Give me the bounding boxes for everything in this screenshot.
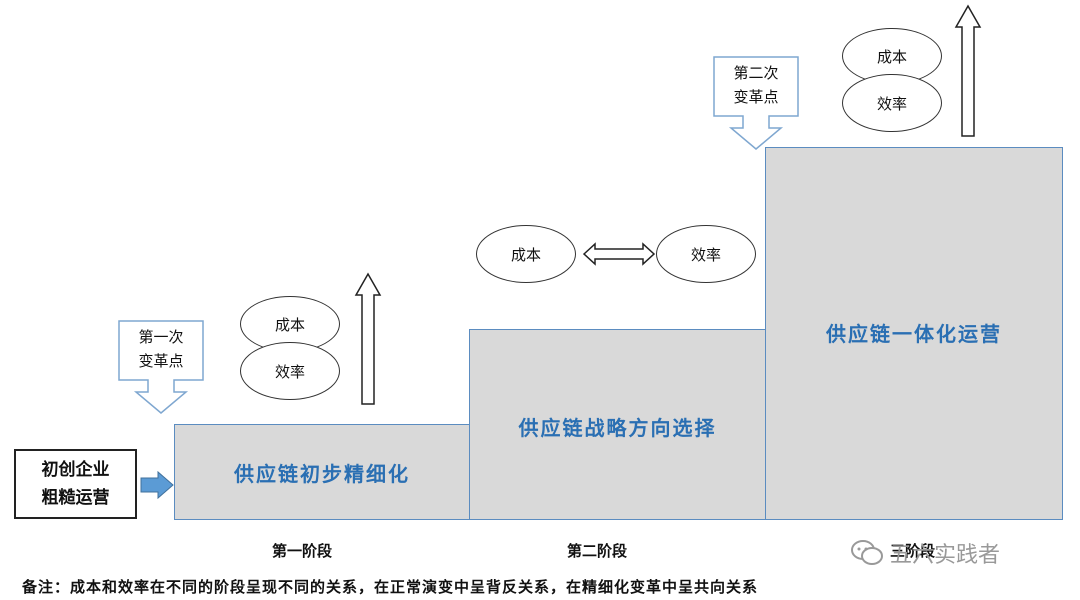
callout-2: 第二次 变革点 bbox=[713, 61, 799, 109]
step-2: 供应链战略方向选择 bbox=[469, 329, 766, 520]
footnote: 备注：成本和效率在不同的阶段呈现不同的关系，在正常演变中呈背反关系，在精细化变革… bbox=[22, 578, 759, 596]
double-arrow-icon bbox=[582, 242, 656, 266]
watermark-text: 五六实践者 bbox=[890, 543, 1001, 568]
start-line-1: 初创企业 bbox=[41, 460, 110, 480]
stage-3-efficiency-ellipse: 效率 bbox=[842, 74, 942, 132]
stage-label-1: 第一阶段 bbox=[272, 542, 333, 560]
stage-1-efficiency-ellipse: 效率 bbox=[240, 342, 340, 400]
stage-1-cost-label: 成本 bbox=[274, 315, 305, 334]
step-3: 供应链一体化运营 bbox=[765, 147, 1063, 520]
step-1-label: 供应链初步精细化 bbox=[234, 461, 410, 486]
stage-2-cost-ellipse: 成本 bbox=[476, 225, 576, 283]
stage-2-efficiency-ellipse: 效率 bbox=[656, 225, 756, 283]
stage-3-cost-label: 成本 bbox=[876, 47, 907, 66]
stage-1-efficiency-label: 效率 bbox=[274, 362, 305, 381]
stage-2-cost-label: 成本 bbox=[510, 245, 541, 264]
stage-3-efficiency-label: 效率 bbox=[876, 94, 907, 113]
callout-1: 第一次 变革点 bbox=[118, 325, 204, 373]
start-line-2: 粗糙运营 bbox=[41, 488, 110, 508]
stage-2-efficiency-label: 效率 bbox=[690, 245, 721, 264]
right-arrow-icon bbox=[140, 470, 174, 500]
step-1: 供应链初步精细化 bbox=[174, 424, 470, 520]
stage-label-2: 第二阶段 bbox=[567, 542, 628, 560]
up-arrow-icon bbox=[354, 272, 382, 405]
step-2-label: 供应链战略方向选择 bbox=[518, 416, 717, 440]
callout-1-shape bbox=[118, 320, 204, 414]
callout-1-line-2: 变革点 bbox=[138, 352, 184, 370]
callout-2-line-1: 第二次 bbox=[733, 64, 779, 82]
up-arrow-icon bbox=[954, 4, 982, 137]
step-3-label: 供应链一体化运营 bbox=[826, 322, 1002, 346]
start-box: 初创企业 粗糙运营 bbox=[14, 449, 137, 519]
stage-label-3: 三阶段 bbox=[890, 542, 936, 560]
callout-1-line-1: 第一次 bbox=[138, 328, 184, 346]
watermark: 五六实践者 bbox=[850, 537, 1000, 569]
wechat-icon bbox=[851, 540, 883, 565]
callout-2-line-2: 变革点 bbox=[733, 88, 779, 106]
callout-2-shape bbox=[713, 56, 799, 150]
